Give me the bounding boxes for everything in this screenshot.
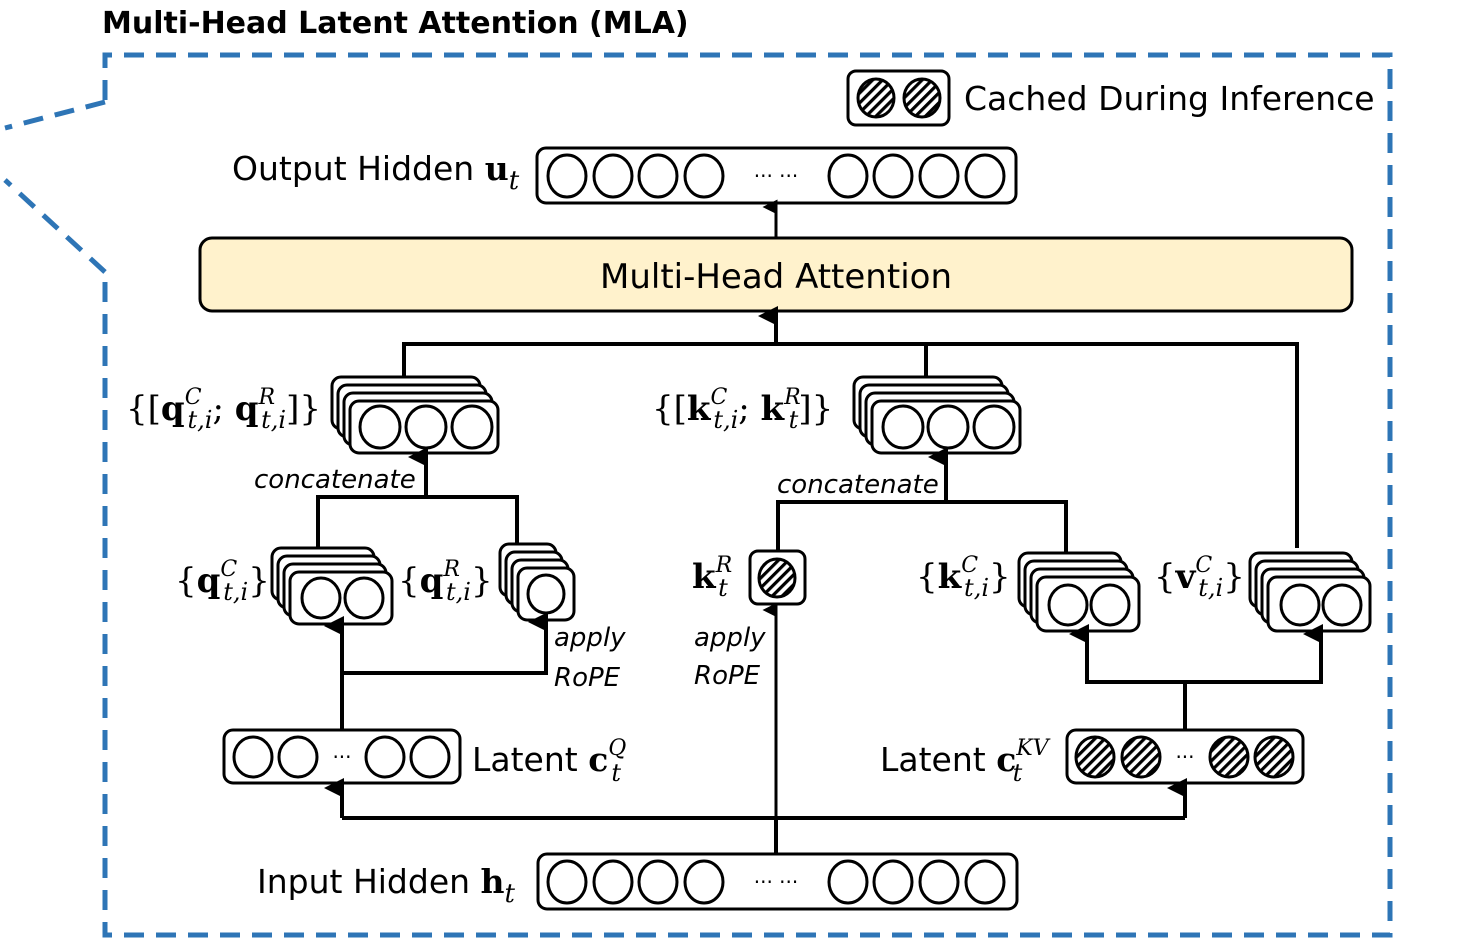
neuron-icon bbox=[300, 576, 342, 620]
neuron-icon bbox=[343, 576, 385, 620]
ellipsis: ··· ··· bbox=[754, 870, 799, 894]
diagram-title: Multi-Head Latent Attention (MLA) bbox=[102, 6, 689, 41]
neuron-icon bbox=[404, 404, 448, 450]
neuron-icon bbox=[592, 153, 634, 199]
neuron-icon bbox=[592, 859, 634, 905]
multi-head-attention-block: Multi-Head Attention bbox=[198, 236, 1354, 313]
k-compressed-stack bbox=[1017, 551, 1141, 633]
neuron-icon bbox=[683, 153, 725, 199]
neuron-icon bbox=[358, 404, 402, 450]
neuron-icon bbox=[972, 404, 1016, 450]
neuron-icon bbox=[232, 735, 274, 779]
legend-label: Cached During Inference bbox=[964, 79, 1375, 118]
apply-rope-q-line1: apply bbox=[554, 623, 626, 653]
hatched-neuron-icon bbox=[757, 557, 797, 599]
apply-rope-q-line2: RoPE bbox=[554, 663, 621, 693]
neuron-icon bbox=[918, 153, 960, 199]
k-rope-box bbox=[748, 549, 807, 606]
input-hidden-label: Input Hidden ht bbox=[257, 862, 516, 909]
neuron-icon bbox=[918, 859, 960, 905]
neuron-icon bbox=[1321, 583, 1363, 627]
connectors bbox=[402, 342, 1299, 548]
neuron-icon bbox=[872, 153, 914, 199]
neuron-icon bbox=[546, 859, 588, 905]
q-concat-stack bbox=[330, 375, 500, 455]
hatched-neuron-icon bbox=[1208, 735, 1250, 779]
apply-rope-k-line2: RoPE bbox=[694, 661, 761, 691]
neuron-icon bbox=[450, 404, 494, 450]
latent-q-vector: ··· bbox=[222, 728, 462, 785]
ellipsis: ··· bbox=[1175, 745, 1194, 769]
neuron-icon bbox=[526, 573, 566, 615]
neuron-icon bbox=[683, 859, 725, 905]
output-hidden-label: Output Hidden ut bbox=[232, 149, 520, 196]
neuron-icon bbox=[637, 153, 679, 199]
neuron-icon bbox=[364, 735, 406, 779]
output-hidden-vector: Output Hidden ut ··· ··· bbox=[232, 146, 1018, 205]
neuron-icon bbox=[964, 153, 1006, 199]
ellipsis: ··· bbox=[332, 745, 351, 769]
concatenate-label-k: concatenate bbox=[777, 470, 939, 500]
mla-frame bbox=[3, 52, 1393, 938]
legend-cached: Cached During Inference bbox=[846, 69, 1375, 127]
hatched-neuron-icon bbox=[1253, 735, 1295, 779]
q-rope-stack bbox=[498, 542, 576, 622]
apply-rope-k-line1: apply bbox=[694, 623, 766, 653]
hatched-neuron-icon bbox=[1074, 735, 1116, 779]
hatched-neuron-icon bbox=[1120, 735, 1162, 779]
neuron-icon bbox=[872, 859, 914, 905]
latent-kv-vector: ··· bbox=[1065, 728, 1305, 785]
neuron-icon bbox=[1047, 583, 1089, 627]
input-hidden-vector: Input Hidden ht ··· ··· bbox=[257, 852, 1019, 911]
neuron-icon bbox=[277, 735, 319, 779]
neuron-icon bbox=[881, 404, 925, 450]
neuron-icon bbox=[637, 859, 679, 905]
concatenate-label-q: concatenate bbox=[254, 465, 416, 495]
k-concat-stack bbox=[852, 375, 1022, 455]
v-compressed-stack bbox=[1248, 551, 1372, 633]
neuron-icon bbox=[409, 735, 451, 779]
hatched-neuron-icon bbox=[856, 77, 896, 119]
neuron-icon bbox=[964, 859, 1006, 905]
hatched-neuron-icon bbox=[902, 77, 942, 119]
neuron-icon bbox=[1279, 583, 1321, 627]
neuron-icon bbox=[827, 859, 869, 905]
attention-label: Multi-Head Attention bbox=[600, 257, 952, 297]
neuron-icon bbox=[827, 153, 869, 199]
neuron-icon bbox=[1089, 583, 1131, 627]
q-compressed-stack bbox=[270, 546, 394, 626]
ellipsis: ··· ··· bbox=[754, 164, 799, 188]
neuron-icon bbox=[546, 153, 588, 199]
neuron-icon bbox=[926, 404, 970, 450]
